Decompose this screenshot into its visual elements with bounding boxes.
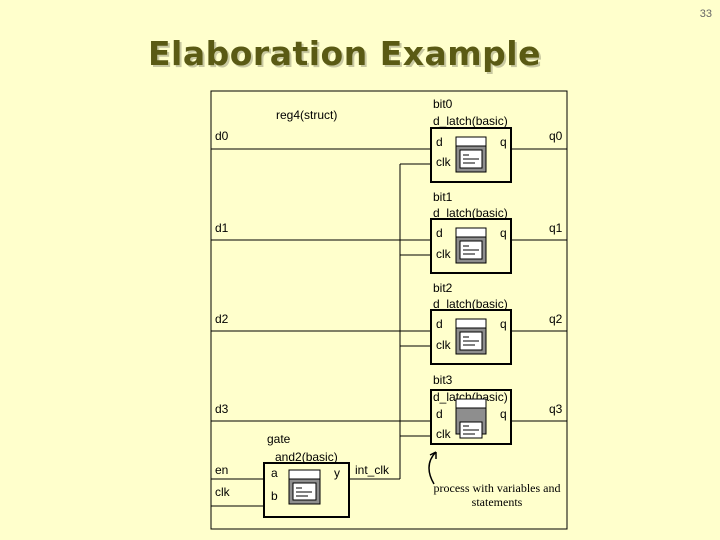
port-d: d [436,135,443,149]
input-label-d1: d1 [215,221,229,235]
port-d: d [436,317,443,331]
input-label-en: en [215,463,228,477]
output-label-q2: q2 [549,312,563,326]
port-q: q [500,135,507,149]
latch-bit0: bit0 d_latch(basic) d q clk [430,97,512,183]
latch-name: bit0 [433,97,453,111]
output-label-q1: q1 [549,221,563,235]
int-clk-label: int_clk [355,463,390,477]
latch-type: d_latch(basic) [433,206,508,220]
latch-name: bit3 [433,373,453,387]
latch-bit3: bit3 d_latch(basic) d q clk [430,373,512,445]
latch-name: bit1 [433,190,453,204]
port-q: q [500,226,507,240]
input-label-d0: d0 [215,129,229,143]
latch-bit1: bit1 d_latch(basic) d q clk [430,190,512,274]
latch-bit2: bit2 d_latch(basic) d q clk [430,281,512,365]
gate-and2: gate and2(basic) a b y [263,432,350,518]
port-y: y [334,466,340,480]
output-label-q3: q3 [549,402,563,416]
port-clk: clk [436,155,452,169]
port-clk: clk [436,427,452,441]
gate-name: gate [267,432,291,446]
port-clk: clk [436,247,452,261]
port-clk: clk [436,338,452,352]
callout-arrow [428,451,437,485]
slide-title: Elaboration Example [148,34,541,73]
port-q: q [500,317,507,331]
container-label: reg4(struct) [276,108,337,122]
input-label-d3: d3 [215,402,229,416]
port-d: d [436,226,443,240]
port-a: a [271,466,278,480]
latch-type: d_latch(basic) [433,390,508,404]
gate-type: and2(basic) [275,450,338,464]
latch-name: bit2 [433,281,453,295]
input-label-clk: clk [215,485,231,499]
callout-arrowhead [429,451,437,459]
port-q: q [500,407,507,421]
latch-type: d_latch(basic) [433,114,508,128]
input-label-d2: d2 [215,312,229,326]
port-b: b [271,489,278,503]
reg4-container [210,90,568,530]
port-d: d [436,407,443,421]
latch-type: d_latch(basic) [433,297,508,311]
output-label-q0: q0 [549,129,563,143]
slide-number: 33 [699,8,712,20]
wires [211,148,567,507]
